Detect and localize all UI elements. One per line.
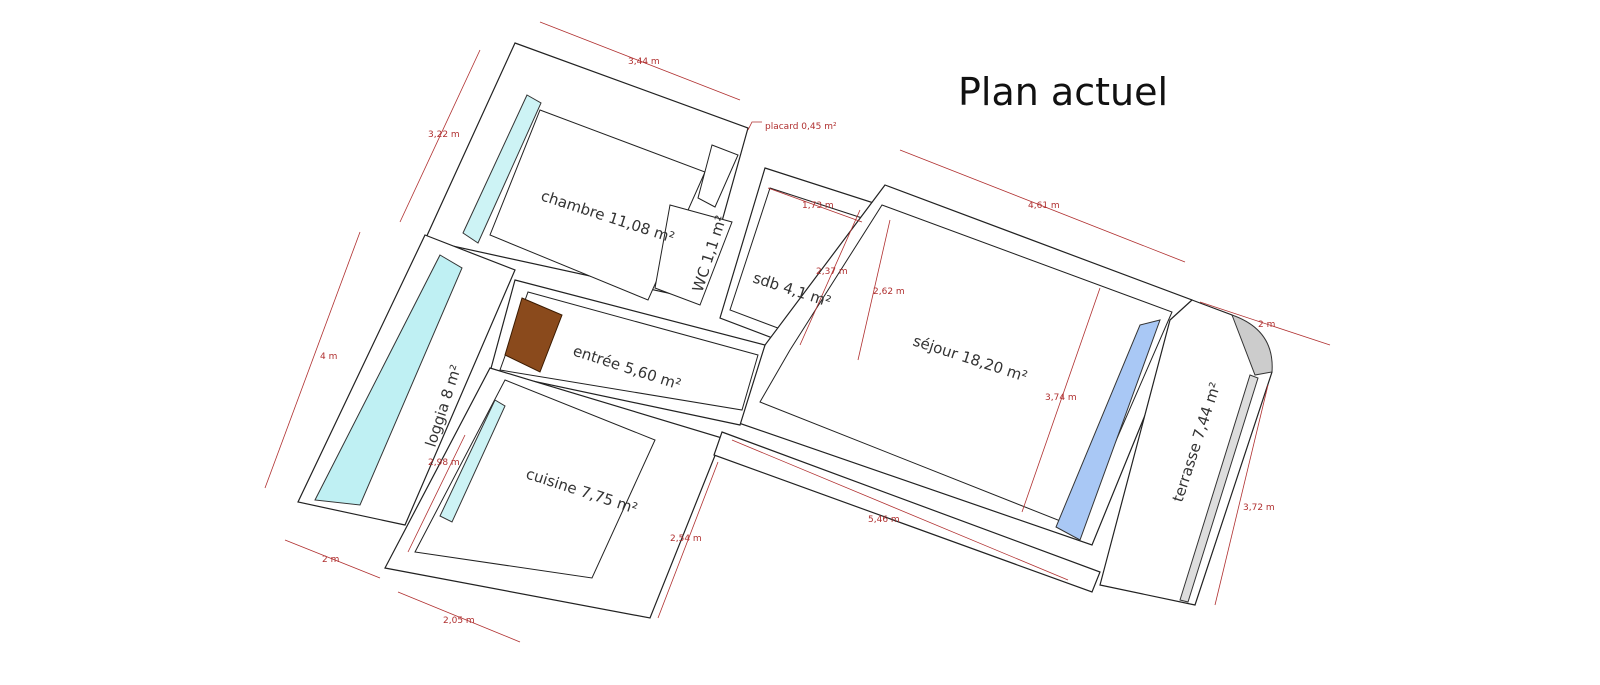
dim-chambre-width: 3,44 m [628, 57, 660, 67]
dim-cuisine-depth: 2,98 m [428, 458, 460, 468]
chambre-window [462, 94, 542, 244]
dim-loggia-width: 2 m [322, 555, 339, 565]
plan-title: Plan actuel [958, 70, 1169, 114]
dim-sejour-depth: 3,74 m [1045, 393, 1077, 403]
wc-room [654, 204, 733, 306]
dim-loggia-length: 4 m [320, 352, 337, 362]
sejour-window [1055, 319, 1161, 541]
cuisine-window [439, 399, 506, 523]
dim-cuisine-width: 2,05 m [443, 616, 475, 626]
terrasse-planter [1231, 314, 1273, 376]
dim-sejour-width: 4,61 m [1028, 201, 1060, 211]
dim-sdb-depth: 2,37 m [816, 267, 848, 277]
front-door [504, 297, 563, 373]
loggia-window [314, 254, 463, 506]
dim-sejour-bottom: 5,46 m [868, 515, 900, 525]
terrasse-railing [1179, 374, 1259, 603]
sejour-room [759, 204, 1173, 529]
dim-sdb-width: 1,73 m [802, 201, 834, 211]
dim-terrasse-length: 3,72 m [1243, 503, 1275, 513]
placard-label: placard 0,45 m² [765, 122, 837, 132]
dim-sejour-depth-top: 2,62 m [873, 287, 905, 297]
dim-chambre-depth: 3,22 m [428, 130, 460, 140]
corridor-wall [713, 431, 1101, 593]
cuisine-room [414, 379, 656, 579]
dim-cuisine-side: 2,54 m [670, 534, 702, 544]
chambre-room [489, 109, 706, 301]
dim-terrasse-width: 2 m [1258, 320, 1275, 330]
placard [697, 144, 739, 208]
